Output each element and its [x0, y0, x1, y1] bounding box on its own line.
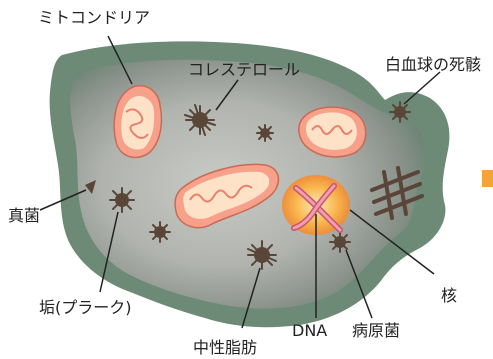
label-nucleus: 核 [441, 288, 457, 304]
label-cholesterol: コレステロール [188, 62, 300, 78]
mitochondrion-1 [114, 86, 161, 158]
cholesterol-cluster-2 [257, 125, 273, 141]
label-dead-wbc: 白血球の死骸 [385, 57, 481, 73]
label-dna: DNA [292, 323, 327, 339]
mitochondrion-3 [299, 107, 366, 157]
neutral-fat-cluster [248, 241, 276, 269]
plaque-cluster-2 [150, 222, 170, 242]
label-fungus: 真菌 [8, 208, 40, 224]
cholesterol-cluster-1 [185, 105, 215, 135]
label-pathogen: 病原菌 [352, 323, 400, 339]
edge-marker [482, 170, 493, 187]
label-plaque: 垢(プラーク) [39, 300, 132, 316]
pathogen-cluster [330, 232, 350, 252]
label-neutral-fat: 中性脂肪 [193, 340, 257, 356]
dead-wbc-cluster [390, 102, 410, 122]
plaque-cluster-1 [110, 188, 134, 212]
label-mitochondria: ミトコンドリア [38, 10, 150, 26]
